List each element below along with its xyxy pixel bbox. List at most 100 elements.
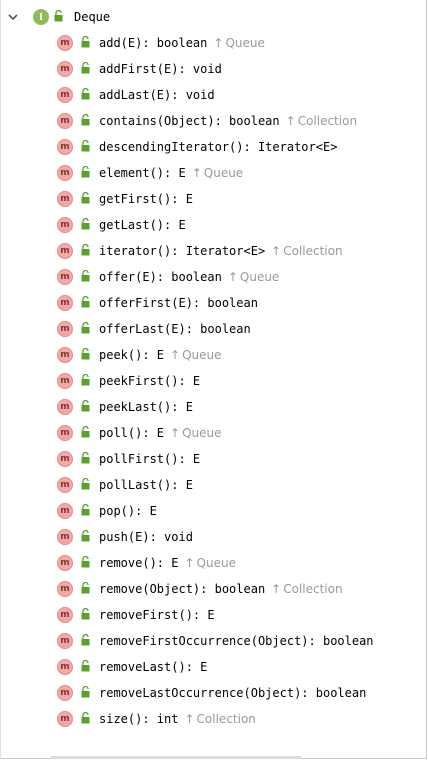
method-item[interactable]: m size(): int↑Collection [1,706,426,732]
lock-open-icon [81,608,90,620]
lock-open-icon [81,348,90,360]
method-signature-text: getFirst(): E [99,192,193,206]
lock-open-icon [81,322,90,334]
method-signature-text: iterator(): Iterator<E> [99,244,266,258]
inherited-source: Collection [196,712,256,726]
lock-open-icon [81,478,90,490]
method-item[interactable]: m removeLast(): E [1,654,426,680]
method-signature-text: offer(E): boolean [99,270,222,284]
method-icon: m [57,633,73,649]
method-signature-text: offerFirst(E): boolean [99,296,258,310]
method-signature: add(E): boolean↑Queue [99,35,265,51]
horizontal-scrollbar[interactable] [51,756,301,759]
lock-open-icon [81,296,90,308]
lock-open-icon [81,556,90,568]
method-signature: getFirst(): E [99,191,193,207]
lock-open-icon [81,192,90,204]
method-icon: m [57,139,73,155]
arrow-up-icon: ↑ [170,348,181,362]
method-icon: m [57,87,73,103]
method-signature: iterator(): Iterator<E> ↑Collection [99,243,343,259]
method-icon: m [57,555,73,571]
method-signature: addFirst(E): void [99,61,222,77]
method-signature-text: peekLast(): E [99,400,193,414]
lock-open-icon [81,166,90,178]
method-signature-text: descendingIterator(): Iterator<E> [99,140,338,154]
method-signature-text: poll(): E [99,426,165,440]
method-item[interactable]: m pollFirst(): E [1,446,426,472]
lock-open-icon [81,712,90,724]
method-signature-text: pollLast(): E [99,478,193,492]
arrow-up-icon: ↑ [227,270,238,284]
method-icon: m [57,529,73,545]
method-item[interactable]: m descendingIterator(): Iterator<E> [1,134,426,160]
arrow-up-icon: ↑ [191,166,202,180]
method-signature: removeLast(): E [99,659,207,675]
method-icon: m [57,217,73,233]
method-signature: size(): int↑Collection [99,711,256,727]
method-signature-text: element(): E [99,166,186,180]
lock-open-icon [81,374,90,386]
tree-root-deque[interactable]: I Deque [1,4,426,30]
inherited-from: ↑Queue [184,556,235,570]
method-icon: m [57,373,73,389]
inherited-source: Queue [225,36,265,50]
method-icon: m [57,659,73,675]
interface-name: Deque [74,10,111,24]
method-signature: pollFirst(): E [99,451,200,467]
lock-open-icon [81,634,90,646]
method-icon: m [57,607,73,623]
method-icon: m [57,711,73,727]
chevron-down-icon[interactable] [8,12,18,22]
inherited-from: ↑Collection [286,114,357,128]
inherited-source: Queue [182,426,222,440]
lock-open-icon [81,218,90,230]
lock-open-icon [81,660,90,672]
method-signature: push(E): void [99,529,193,545]
lock-open-icon [81,504,90,516]
method-item[interactable]: m addLast(E): void [1,82,426,108]
method-icon: m [57,451,73,467]
method-item[interactable]: m push(E): void [1,524,426,550]
arrow-up-icon: ↑ [184,556,195,570]
method-signature: remove(Object): boolean↑Collection [99,581,343,597]
inherited-from: ↑Queue [228,270,279,284]
inherited-from: ↑Queue [170,426,221,440]
method-signature: peek(): E↑Queue [99,347,222,363]
method-item[interactable]: m getFirst(): E [1,186,426,212]
inherited-from: ↑Collection [271,244,342,258]
method-signature: descendingIterator(): Iterator<E> [99,139,337,155]
inherited-from: ↑Collection [271,582,342,596]
method-signature-text: removeLastOccurrence(Object): boolean [99,686,367,700]
method-signature: pop(): E [99,503,157,519]
method-signature-text: pop(): E [99,504,157,518]
lock-open-icon [81,400,90,412]
arrow-up-icon: ↑ [271,244,282,258]
method-signature-text: peek(): E [99,348,165,362]
lock-open-icon [81,582,90,594]
method-signature: addLast(E): void [99,87,215,103]
method-icon: m [57,191,73,207]
inherited-source: Collection [283,582,343,596]
